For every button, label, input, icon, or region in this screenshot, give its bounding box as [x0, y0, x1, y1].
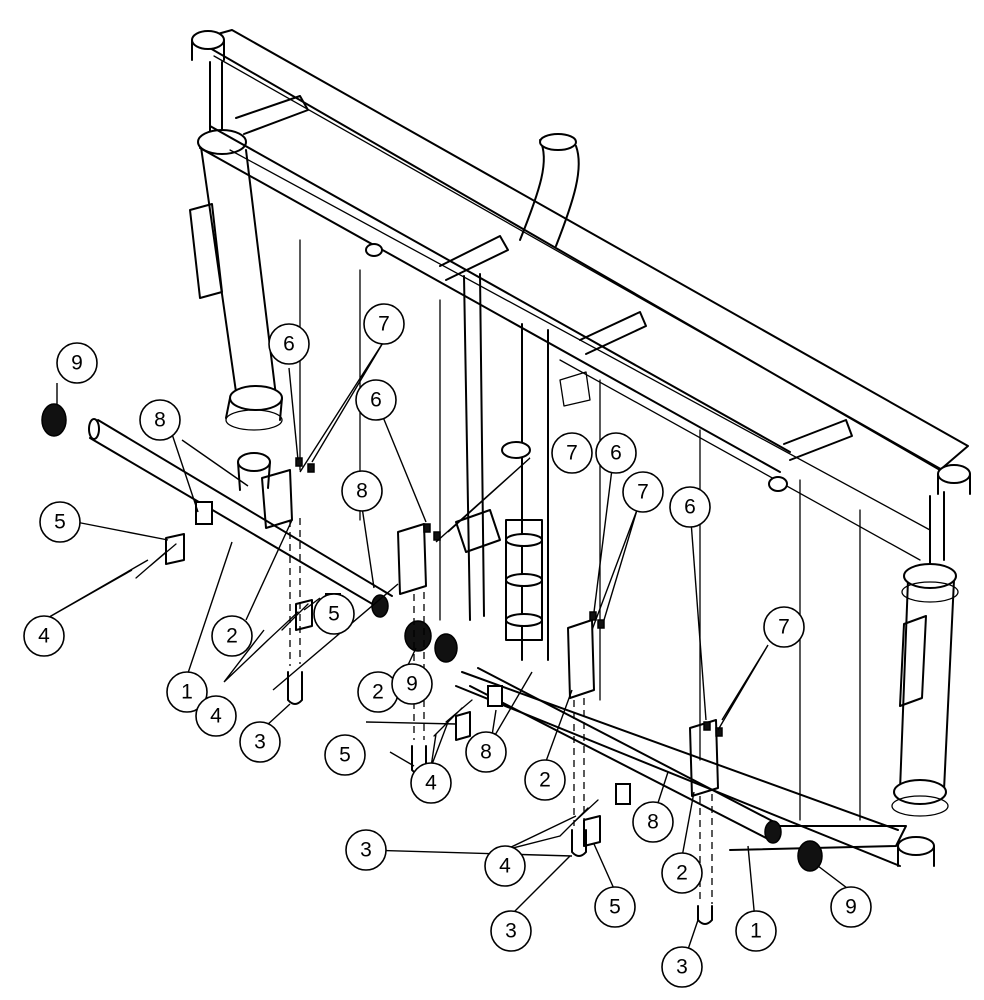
callout-6: 6 [669, 486, 711, 528]
bolts [135, 457, 723, 837]
svg-text:6: 6 [370, 389, 382, 412]
callout-5: 5 [594, 886, 636, 928]
callout-7: 7 [763, 606, 805, 648]
svg-text:4: 4 [425, 772, 437, 795]
svg-text:7: 7 [778, 616, 790, 639]
callouts: 9 8 6 7 6 7 6 7 6 7 5 8 4 2 5 1 4 2 9 3 … [23, 303, 872, 988]
callout-7: 7 [551, 432, 593, 474]
svg-text:2: 2 [676, 862, 688, 885]
callout-8: 8 [341, 470, 383, 512]
svg-text:9: 9 [406, 673, 418, 696]
svg-text:3: 3 [676, 956, 688, 979]
callout-5: 5 [313, 593, 355, 635]
svg-text:1: 1 [750, 920, 762, 943]
callout-6: 6 [268, 323, 310, 365]
callout-3: 3 [490, 910, 532, 952]
svg-text:6: 6 [283, 333, 295, 356]
callout-8: 8 [139, 399, 181, 441]
svg-text:2: 2 [372, 681, 384, 704]
callout-8: 8 [465, 731, 507, 773]
callout-1: 1 [735, 910, 777, 952]
callout-5: 5 [324, 734, 366, 776]
callout-2: 2 [661, 852, 703, 894]
u-bolts [287, 518, 713, 925]
callout-6: 6 [595, 432, 637, 474]
svg-text:9: 9 [845, 896, 857, 919]
callout-7: 7 [363, 303, 405, 345]
svg-text:2: 2 [226, 625, 238, 648]
callout-5: 5 [39, 501, 81, 543]
callout-9: 9 [391, 663, 433, 705]
callout-4: 4 [23, 615, 65, 657]
svg-text:6: 6 [610, 442, 622, 465]
callout-2: 2 [524, 759, 566, 801]
callout-2: 2 [211, 615, 253, 657]
callout-3: 3 [345, 829, 387, 871]
callout-4: 4 [195, 695, 237, 737]
center-column [455, 133, 591, 661]
callout-4: 4 [484, 845, 526, 887]
svg-text:3: 3 [360, 839, 372, 862]
callout-9: 9 [830, 886, 872, 928]
upper-tube [199, 95, 853, 492]
svg-text:3: 3 [254, 731, 266, 754]
svg-text:7: 7 [566, 442, 578, 465]
svg-text:6: 6 [684, 496, 696, 519]
svg-text:5: 5 [339, 744, 351, 767]
callout-1: 1 [166, 671, 208, 713]
svg-text:1: 1 [181, 681, 193, 704]
svg-text:4: 4 [210, 705, 222, 728]
leader-lines [43, 340, 852, 968]
svg-text:5: 5 [328, 603, 340, 626]
svg-text:7: 7 [378, 313, 390, 336]
svg-text:4: 4 [499, 855, 511, 878]
svg-text:5: 5 [609, 896, 621, 919]
callout-8: 8 [632, 801, 674, 843]
svg-text:5: 5 [54, 511, 66, 534]
callout-6: 6 [355, 379, 397, 421]
callout-3: 3 [661, 946, 703, 988]
svg-text:3: 3 [505, 920, 517, 943]
svg-text:8: 8 [480, 741, 492, 764]
boom-tube-right [469, 667, 907, 851]
svg-text:2: 2 [539, 769, 551, 792]
svg-text:7: 7 [637, 481, 649, 504]
boom-tube-left [88, 418, 393, 618]
svg-text:8: 8 [647, 811, 659, 834]
svg-text:8: 8 [356, 480, 368, 503]
callout-3: 3 [239, 721, 281, 763]
svg-text:4: 4 [38, 625, 50, 648]
svg-text:8: 8 [154, 409, 166, 432]
callout-7: 7 [622, 471, 664, 513]
callout-9: 9 [56, 342, 98, 384]
callout-2: 2 [357, 671, 399, 713]
callout-4: 4 [410, 762, 452, 804]
svg-text:9: 9 [71, 352, 83, 375]
